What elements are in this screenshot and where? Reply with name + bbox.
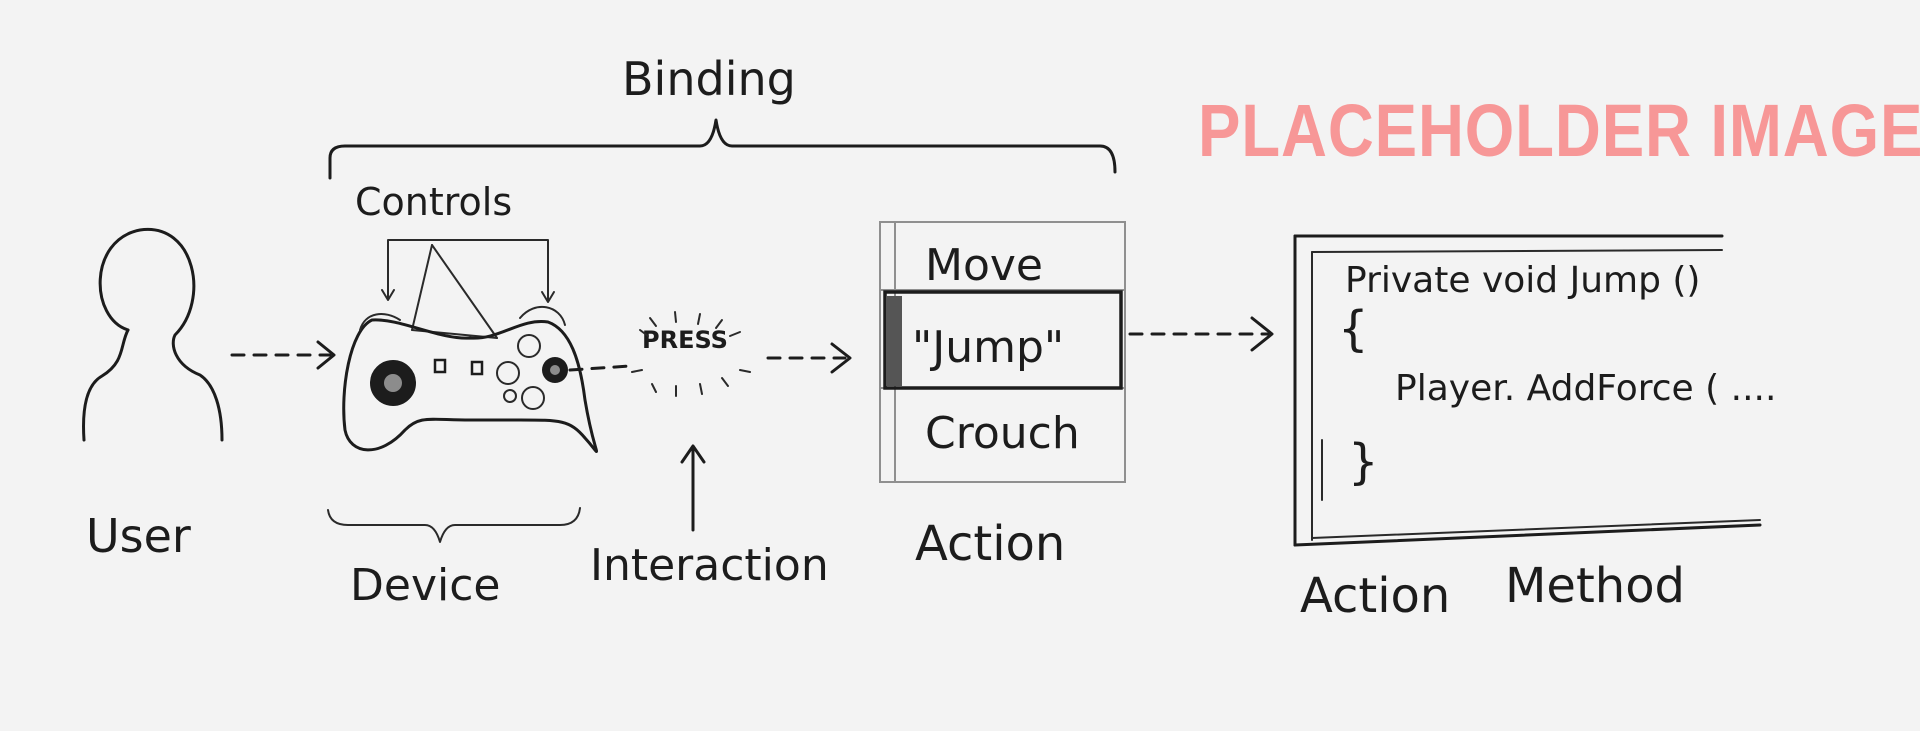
- device-label: Device: [350, 560, 500, 611]
- binding-label: Binding: [622, 52, 796, 106]
- arrow-device-press: [568, 364, 632, 372]
- interaction-label: Interaction: [590, 540, 829, 591]
- user-label: User: [86, 509, 191, 563]
- binding-brace: [328, 118, 1117, 180]
- controls-label: Controls: [355, 180, 512, 224]
- device-brace: [327, 507, 581, 543]
- action-method-label-2: Method: [1505, 558, 1685, 614]
- arrow-user-device-head: [316, 340, 336, 370]
- action-label: Action: [915, 516, 1065, 572]
- action-item-move: Move: [925, 240, 1043, 291]
- arrow-interaction-up-head: [680, 444, 706, 464]
- arrow-press-action-head: [830, 342, 852, 374]
- placeholder-watermark: PLACEHOLDER IMAGE: [1198, 89, 1920, 172]
- press-burst-icon: PRESS: [631, 311, 751, 397]
- action-item-jump: "Jump": [912, 322, 1064, 373]
- action-method-label-1: Action: [1300, 568, 1450, 624]
- code-close-brace: }: [1348, 434, 1379, 490]
- code-line-1: Private void Jump (): [1345, 260, 1700, 301]
- svg-text:PRESS: PRESS: [642, 326, 728, 354]
- action-list: [879, 221, 1126, 483]
- action-item-crouch: Crouch: [925, 408, 1080, 459]
- code-open-brace: {: [1338, 301, 1369, 357]
- arrow-action-method-head: [1250, 316, 1274, 352]
- gamepad-icon: [342, 305, 598, 453]
- code-line-2: Player. AddForce ( ....: [1395, 368, 1776, 409]
- user-icon: [82, 228, 224, 442]
- action-method-box: [1293, 234, 1762, 547]
